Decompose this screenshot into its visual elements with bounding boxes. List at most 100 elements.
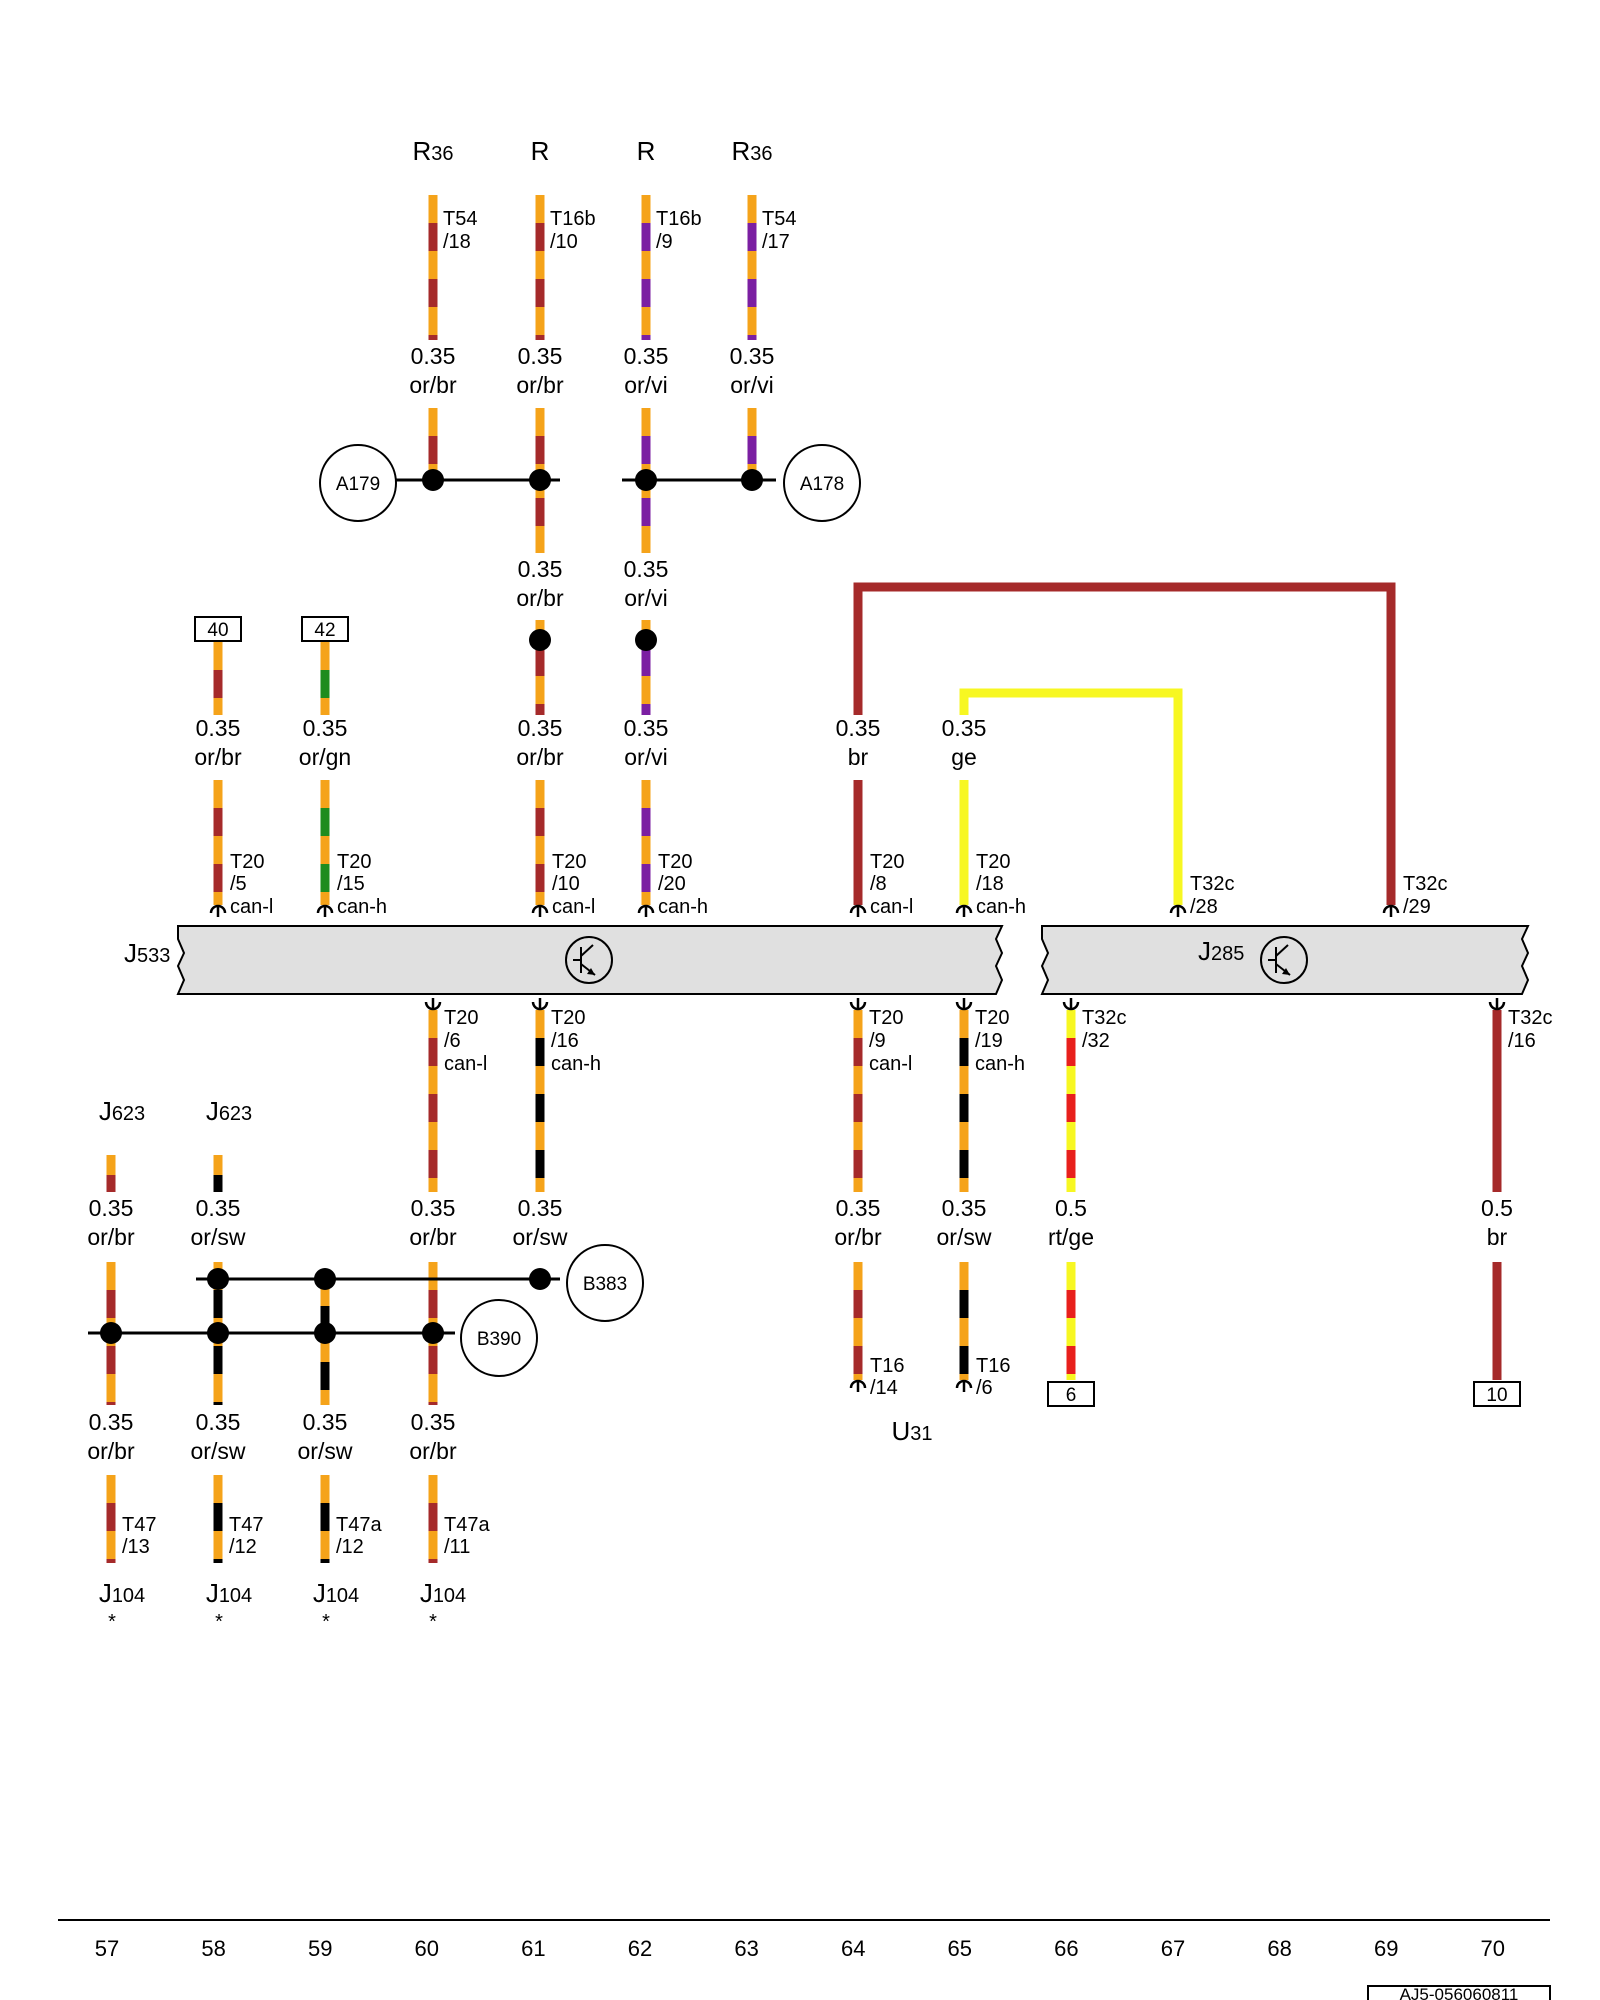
pin-label: T20 [230,851,264,873]
component-letter: R [731,136,750,166]
component-letter: J [313,1578,326,1608]
node-layer [100,444,1521,1407]
component-number: 36 [750,143,772,165]
pin-label: T20 [552,851,586,873]
pin-label: /14 [870,1377,898,1399]
pin-label: /9 [656,231,673,253]
ref-box [194,616,242,642]
splice-label: B390 [477,1329,521,1350]
module-j285-body [1040,925,1530,995]
wire-color-label: or/br [834,1224,882,1250]
splice-label: A178 [800,474,844,495]
component-letter: R [637,136,656,166]
j623-label: J623 [99,1096,145,1126]
u31-label: U31 [891,1416,932,1446]
wire-color-label: or/br [516,372,564,398]
axis-number: 67 [1161,1936,1185,1961]
pin-label: T20 [869,1007,903,1029]
wire-color-label: or/br [194,744,242,770]
module-j533-body [176,925,1004,995]
component-letter: J [1198,936,1211,966]
pin-label: /5 [230,873,247,895]
pin-label: T16 [976,1355,1010,1377]
junction-dot [100,1322,122,1344]
pin-label: /20 [658,873,686,895]
wire-size-label: 0.35 [411,1409,456,1435]
j104-star: * [108,1611,116,1633]
component-number: 36 [431,143,453,165]
transistor-arrow-icon [1282,968,1290,975]
j104-star: * [322,1611,330,1633]
j104-star: * [215,1611,223,1633]
pin-label: T20 [551,1007,585,1029]
wire-color-label: or/vi [730,372,773,398]
pin-label: T16b [656,208,702,230]
pin-signal-label: can-l [444,1053,487,1075]
axis-number: 65 [948,1936,972,1961]
pin-signal-label: can-h [975,1053,1025,1075]
wire-color-label: br [1487,1224,1508,1250]
junction-dot [529,629,551,651]
pin-label: /28 [1190,896,1218,918]
wire-size-label: 0.35 [942,715,987,741]
splice-circle [319,444,397,522]
pin-label: /8 [870,873,887,895]
ref-box [1047,1381,1095,1407]
junction-dot [422,1322,444,1344]
wire-size-label: 0.35 [196,1195,241,1221]
pin-label: T47a [444,1514,490,1536]
junction-dot [314,1268,336,1290]
component-number: 104 [433,1585,466,1607]
component-number: 31 [910,1423,932,1445]
pin-label: /18 [443,231,471,253]
pin-label: T20 [975,1007,1009,1029]
junction-dot [741,469,763,491]
splice-circle [566,1244,644,1322]
wire-size-label: 0.35 [624,343,669,369]
j623-label: J623 [206,1096,252,1126]
pin-label: /17 [762,231,790,253]
wire-size-label: 0.35 [411,343,456,369]
component-letter: J [99,1096,112,1126]
pin-label: /18 [976,873,1004,895]
wire-color-label: or/br [87,1438,135,1464]
module-j533-label: J533 [124,938,170,968]
wire-size-label: 0.35 [518,556,563,582]
pin-label: T32c [1082,1007,1126,1029]
wire-color-label: or/sw [513,1224,568,1250]
wire-br-loop [853,582,1396,905]
junction-dot [422,469,444,491]
wire-color-label: rt/ge [1048,1224,1094,1250]
component-letter: J [206,1096,219,1126]
pin-label: T47a [336,1514,382,1536]
junction-dot [207,1268,229,1290]
wire-color-label: or/vi [624,585,667,611]
wire-size-label: 0.35 [89,1195,134,1221]
wire-size-label: 0.35 [836,1195,881,1221]
wire-color-label: or/br [87,1224,135,1250]
wire-size-label: 0.35 [836,715,881,741]
wire-ge-loop [959,688,1183,905]
wire-size-label: 0.35 [518,1195,563,1221]
junction-dot [207,1322,229,1344]
pin-label: T20 [444,1007,478,1029]
wire-color-label: ge [951,744,977,770]
transistor-icon [565,936,613,984]
junction-line-layer [58,478,1551,2000]
wire-size-label: 0.35 [942,1195,987,1221]
pin-label: T32c [1508,1007,1552,1029]
pin-label: /9 [869,1030,886,1052]
wire-size-label: 0.5 [1055,1195,1087,1221]
pin-label: /10 [552,873,580,895]
transistor-collector-icon [1275,944,1289,957]
pin-label: /6 [444,1030,461,1052]
ref-box-label: 6 [1066,1385,1077,1406]
wire-color-label: or/sw [298,1438,353,1464]
axis-number: 59 [308,1936,332,1961]
wire-color-label: or/gn [299,744,351,770]
wire-size-label: 0.35 [730,343,775,369]
pin-label: T32c [1403,873,1447,895]
j104-label: J104 [99,1578,145,1608]
